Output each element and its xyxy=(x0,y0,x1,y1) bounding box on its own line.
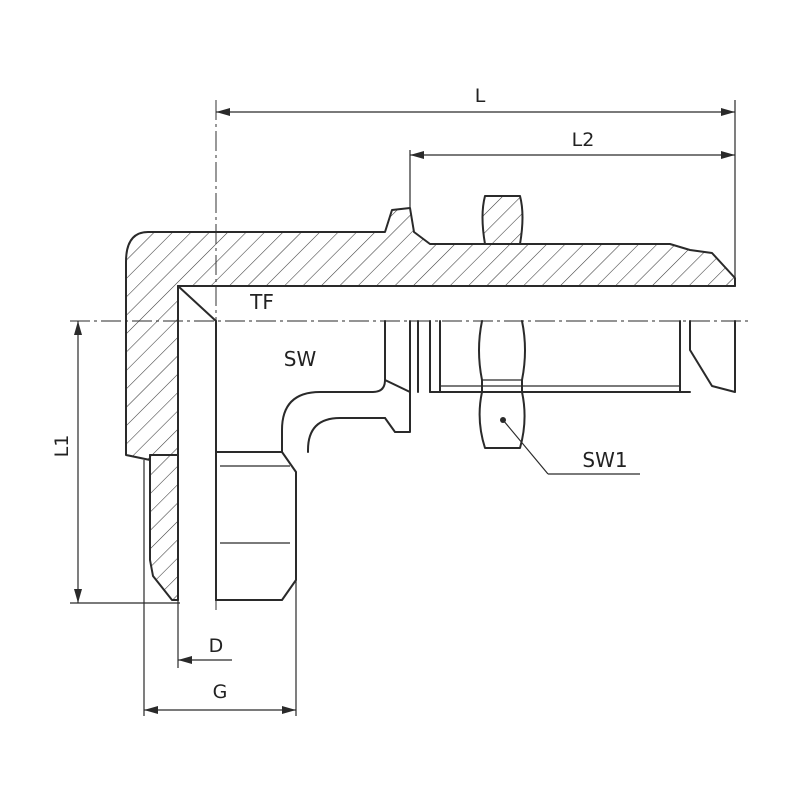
label-L1: L1 xyxy=(51,435,73,458)
label-TF: TF xyxy=(249,290,274,314)
label-G: G xyxy=(213,681,228,703)
body-outline-right xyxy=(281,320,736,453)
leader-SW1: SW1 xyxy=(500,417,640,475)
lock-nut xyxy=(478,195,526,449)
label-SW1: SW1 xyxy=(582,448,627,472)
label-D: D xyxy=(209,635,224,657)
dimension-L1: L1 xyxy=(51,321,180,604)
label-SW: SW xyxy=(284,347,317,371)
dimension-D: D xyxy=(177,600,232,668)
dimension-G: G xyxy=(143,460,297,716)
bore-channel xyxy=(177,285,736,601)
dimension-L: L xyxy=(216,85,736,280)
dimension-L2: L2 xyxy=(409,129,735,208)
body-outline-lower xyxy=(215,451,297,601)
label-L: L xyxy=(475,85,486,107)
label-L2: L2 xyxy=(572,129,595,151)
body-section-lower xyxy=(149,454,179,601)
